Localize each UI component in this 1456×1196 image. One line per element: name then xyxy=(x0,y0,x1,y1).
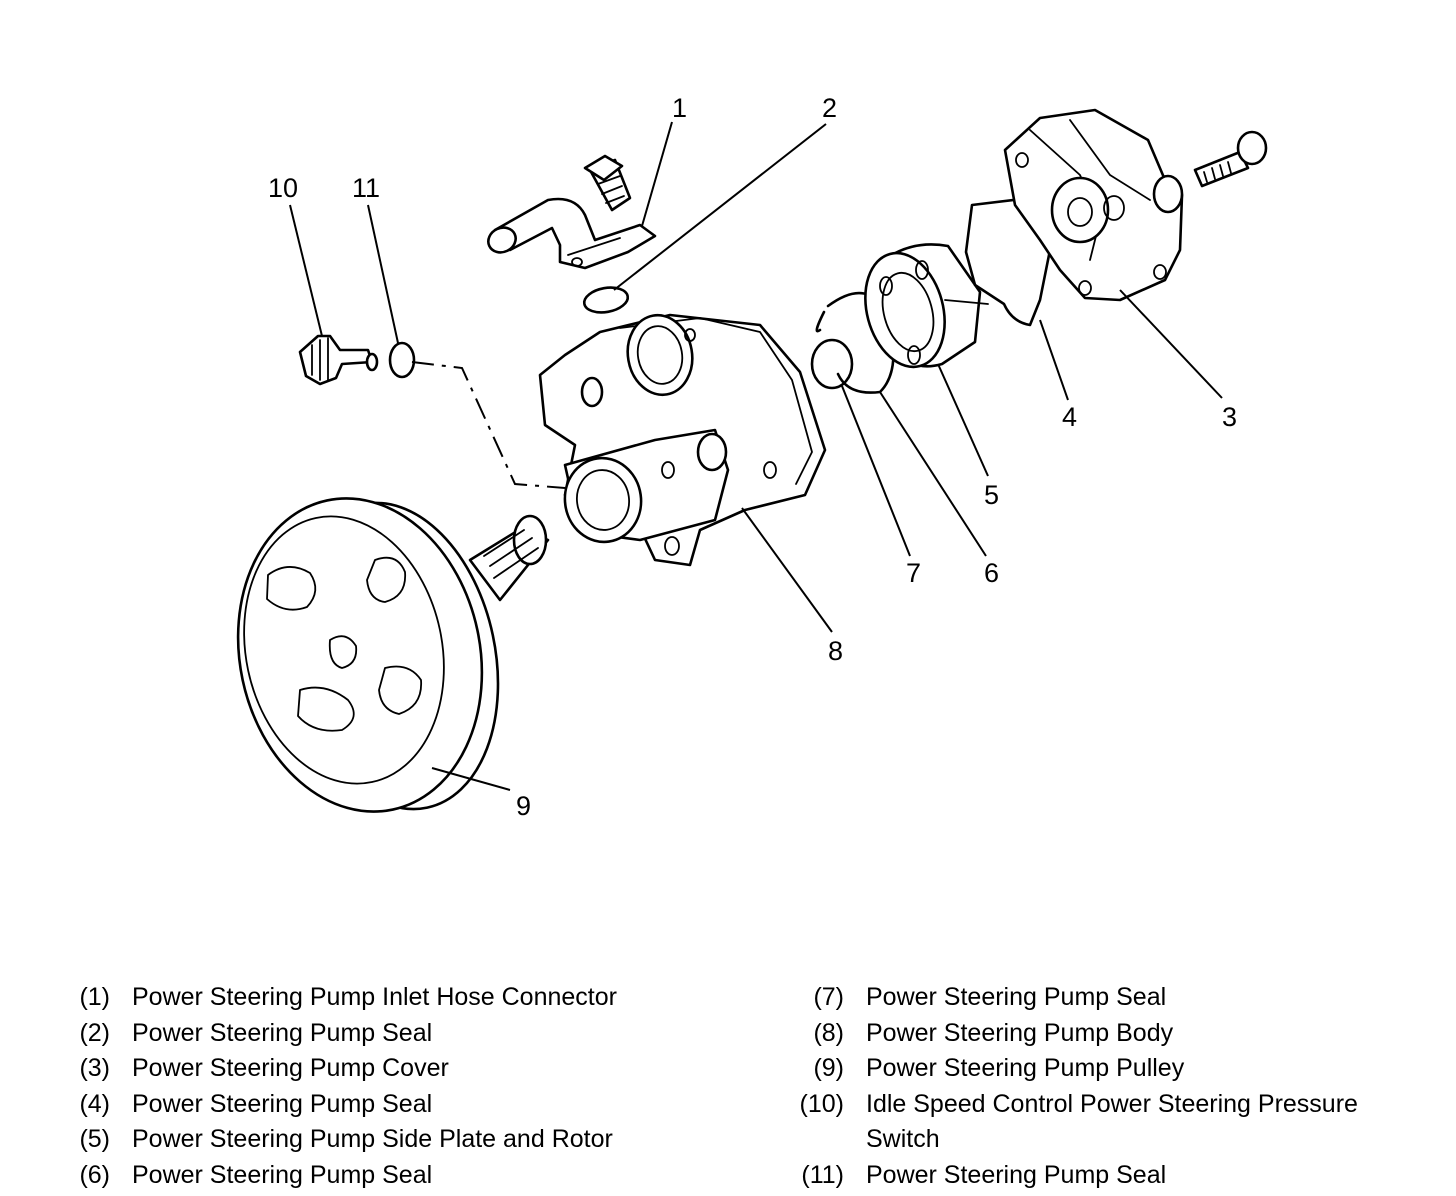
callout-7: 7 xyxy=(906,558,921,588)
pump-body xyxy=(538,313,827,567)
callout-9: 9 xyxy=(516,791,531,821)
legend-number: (11) xyxy=(801,1160,844,1189)
pump-cover xyxy=(1003,108,1268,302)
pressure-switch xyxy=(298,334,379,386)
legend-number: (2) xyxy=(79,1018,110,1047)
legend-item: (11) Power Steering Pump Seal xyxy=(786,1158,1436,1194)
side-plate-and-rotor xyxy=(864,243,989,369)
legend-item: (3) Power Steering Pump Cover xyxy=(52,1051,732,1087)
seal-7 xyxy=(810,338,854,390)
callout-10: 10 xyxy=(268,173,298,203)
legend-number: (5) xyxy=(79,1125,110,1153)
legend-right-column: (7) Power Steering Pump Seal (8) Power S… xyxy=(786,980,1436,1193)
callout-4: 4 xyxy=(1062,402,1077,432)
legend-label: Power Steering Pump Pulley xyxy=(866,1054,1185,1082)
legend-label: Power Steering Pump Inlet Hose Connector xyxy=(132,983,617,1011)
callout-5: 5 xyxy=(984,480,999,510)
legend-label: Power Steering Pump Body xyxy=(866,1018,1174,1047)
legend-label: Power Steering Pump Seal xyxy=(132,1089,433,1118)
inlet-hose-connector xyxy=(487,154,657,270)
legend-item: (10) Idle Speed Control Power Steering P… xyxy=(786,1087,1436,1158)
leader-lines xyxy=(289,121,1223,791)
callout-3: 3 xyxy=(1222,402,1237,432)
legend-label: Power Steering Pump Cover xyxy=(132,1054,449,1082)
legend-label: Power Steering Pump Seal xyxy=(132,1160,433,1189)
legend-number: (10) xyxy=(799,1089,844,1118)
seal-4 xyxy=(964,196,1052,327)
legend-item: (4) Power Steering Pump Seal xyxy=(52,1087,732,1123)
callout-8: 8 xyxy=(828,636,843,666)
legend-number: (1) xyxy=(79,983,110,1011)
legend-item: (2) Power Steering Pump Seal xyxy=(52,1016,732,1052)
seal-2 xyxy=(582,286,630,314)
legend-item: (7) Power Steering Pump Seal xyxy=(786,980,1436,1016)
assembly-centerline xyxy=(411,361,566,489)
legend-item: (5) Power Steering Pump Side Plate and R… xyxy=(52,1122,732,1158)
callout-6: 6 xyxy=(984,558,999,588)
callout-1: 1 xyxy=(672,93,687,123)
legend-label: Power Steering Pump Seal xyxy=(866,1160,1167,1189)
legend-number: (3) xyxy=(79,1054,110,1082)
legend-number: (7) xyxy=(813,983,844,1011)
legend-item: (1) Power Steering Pump Inlet Hose Conne… xyxy=(52,980,732,1016)
legend-item: (8) Power Steering Pump Body xyxy=(786,1016,1436,1052)
legend-label: Idle Speed Control Power Steering Pressu… xyxy=(866,1089,1358,1154)
legend-number: (4) xyxy=(79,1089,110,1118)
legend-number: (8) xyxy=(813,1018,844,1047)
seal-11 xyxy=(388,341,416,379)
legend-item: (6) Power Steering Pump Seal xyxy=(52,1158,732,1194)
legend-item: (9) Power Steering Pump Pulley xyxy=(786,1051,1436,1087)
legend-left-column: (1) Power Steering Pump Inlet Hose Conne… xyxy=(52,980,732,1193)
exploded-view-diagram: 1 2 3 4 5 6 7 8 9 10 11 xyxy=(236,93,1268,821)
legend-label: Power Steering Pump Seal xyxy=(866,983,1167,1011)
pump-pulley xyxy=(236,497,550,813)
legend-label: Power Steering Pump Seal xyxy=(132,1018,433,1047)
legend-label: Power Steering Pump Side Plate and Rotor xyxy=(132,1125,613,1153)
callout-11: 11 xyxy=(352,173,380,203)
legend-number: (9) xyxy=(813,1054,844,1082)
legend-number: (6) xyxy=(79,1160,110,1189)
callout-2: 2 xyxy=(822,93,837,123)
